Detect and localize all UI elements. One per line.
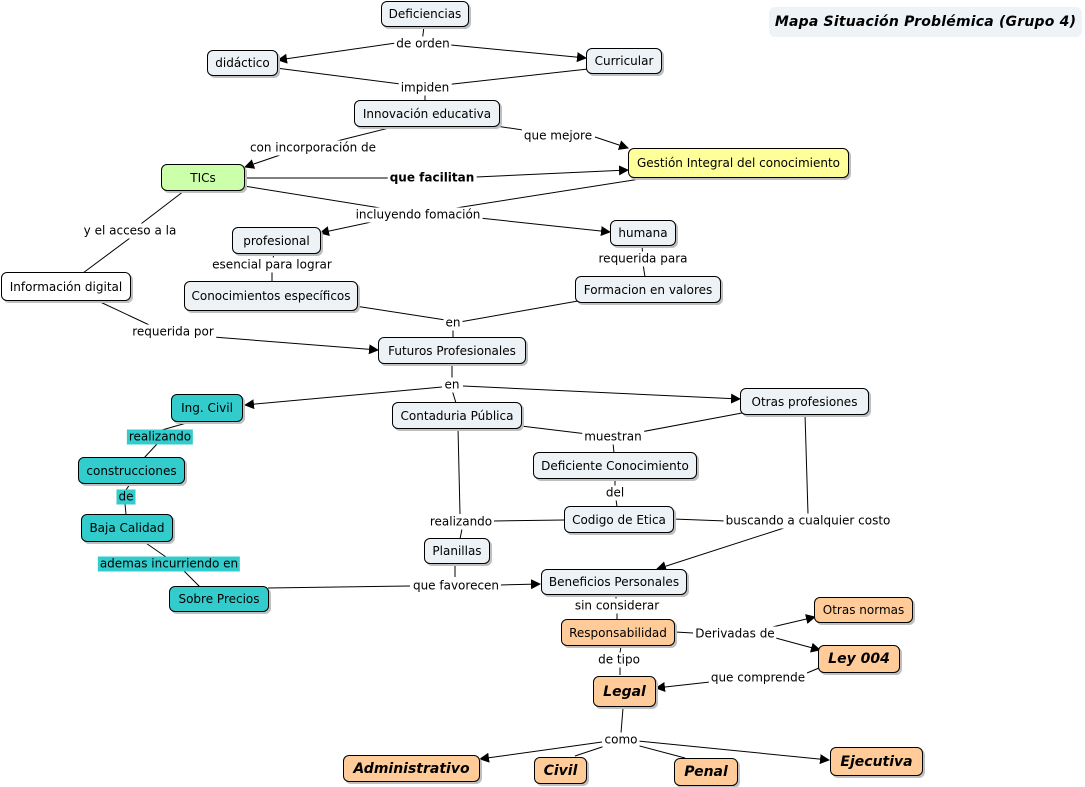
- node-sobre-precios[interactable]: Sobre Precios: [169, 586, 269, 612]
- node-penal[interactable]: Penal: [674, 758, 738, 786]
- link-incluyendo-fomacion: incluyendo fomación: [353, 207, 483, 223]
- node-ley-004[interactable]: Ley 004: [818, 645, 900, 673]
- link-derivadas-de: Derivadas de: [693, 626, 777, 642]
- node-beneficios-personales[interactable]: Beneficios Personales: [541, 569, 687, 595]
- node-informacion-digital[interactable]: Información digital: [1, 272, 131, 301]
- node-administrativo[interactable]: Administrativo: [343, 755, 480, 782]
- link-que-favorecen: que favorecen: [410, 578, 502, 594]
- link-de-tipo: de tipo: [596, 652, 642, 668]
- node-innovacion-educativa[interactable]: Innovación educativa: [354, 100, 500, 127]
- node-curricular[interactable]: Curricular: [586, 48, 662, 74]
- node-codigo-etica[interactable]: Codigo de Etica: [564, 506, 674, 533]
- node-otras-profesiones[interactable]: Otras profesiones: [740, 388, 869, 415]
- node-conocimientos-especificos[interactable]: Conocimientos específicos: [184, 281, 358, 311]
- node-construcciones[interactable]: construcciones: [78, 457, 185, 484]
- node-formacion-valores[interactable]: Formacion en valores: [575, 276, 721, 303]
- link-que-comprende: que comprende: [708, 670, 808, 686]
- link-de-orden: de orden: [394, 36, 452, 52]
- link-realizando-civil: realizando: [126, 429, 194, 445]
- link-impiden: impiden: [398, 80, 452, 96]
- link-que-mejore: que mejore: [521, 128, 595, 144]
- node-legal[interactable]: Legal: [593, 676, 656, 707]
- node-didactico[interactable]: didáctico: [207, 50, 278, 76]
- node-ing-civil[interactable]: Ing. Civil: [171, 394, 243, 422]
- link-buscando-costo: buscando a cualquier costo: [723, 513, 893, 529]
- link-sin-considerar: sin considerar: [572, 598, 662, 614]
- node-deficiencias[interactable]: Deficiencias: [381, 1, 469, 27]
- node-gestion-integral[interactable]: Gestión Integral del conocimiento: [628, 148, 849, 178]
- node-civil[interactable]: Civil: [534, 757, 587, 784]
- link-realizando-contaduria: realizando: [427, 514, 495, 530]
- link-ademas-incurriendo: ademas incurriendo en: [97, 556, 241, 572]
- node-otras-normas[interactable]: Otras normas: [814, 597, 913, 623]
- link-como: como: [602, 732, 640, 748]
- node-deficiente-conocimiento[interactable]: Deficiente Conocimiento: [533, 452, 697, 479]
- node-baja-calidad[interactable]: Baja Calidad: [81, 514, 173, 542]
- node-futuros-profesionales[interactable]: Futuros Profesionales: [378, 337, 526, 364]
- node-ejecutiva[interactable]: Ejecutiva: [830, 747, 923, 776]
- link-de: de: [116, 489, 136, 505]
- link-esencial-para-lograr: esencial para lograr: [210, 257, 334, 273]
- link-requerida-para: requerida para: [596, 251, 690, 267]
- node-responsabilidad[interactable]: Responsabilidad: [561, 619, 675, 646]
- node-tics[interactable]: TICs: [161, 164, 245, 191]
- link-muestran: muestran: [582, 429, 644, 445]
- link-requerida-por: requerida por: [130, 324, 216, 340]
- node-profesional[interactable]: profesional: [232, 227, 321, 254]
- node-contaduria-publica[interactable]: Contaduria Pública: [392, 402, 522, 429]
- node-humana[interactable]: humana: [610, 220, 676, 246]
- link-en-profesiones: en: [442, 377, 462, 393]
- link-y-acceso: y el acceso a la: [81, 223, 179, 239]
- map-title: Mapa Situación Problémica (Grupo 4): [769, 7, 1082, 37]
- node-planillas[interactable]: Planillas: [424, 538, 490, 564]
- link-que-facilitan: que facilitan: [387, 170, 477, 186]
- link-en-futuros: en: [443, 315, 463, 331]
- link-con-incorporacion: con incorporación de: [247, 140, 379, 156]
- link-del: del: [603, 485, 627, 501]
